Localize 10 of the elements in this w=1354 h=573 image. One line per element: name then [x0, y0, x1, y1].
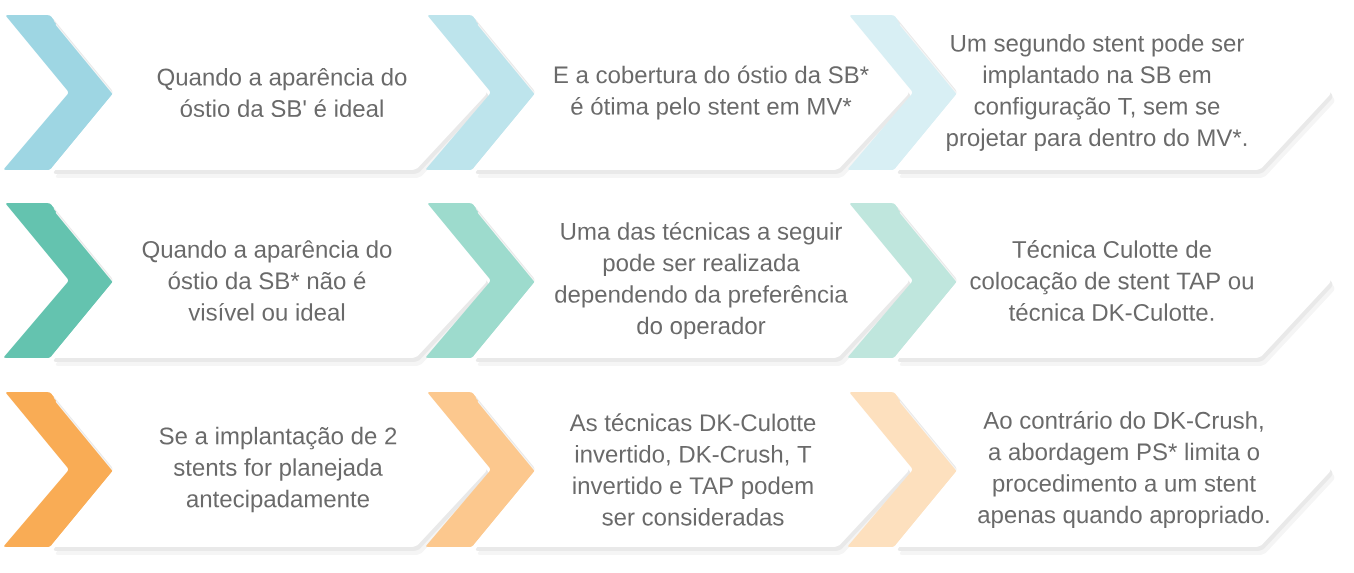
chevron-box: Quando a aparência do óstio da SB' é ideal [4, 15, 491, 178]
chevron-box: Ao contrário do DK-Crush, a abordagem PS* limita o procedimento a um stent apenas quando apropriado. [848, 392, 1335, 555]
chevron-box: Quando a aparência do óstio da SB* não é visível ou ideal [4, 203, 491, 366]
chevron-box: Técnica Culotte de colocação de stent TAP ou técnica DK-Culotte. [848, 203, 1335, 366]
chevron-box: E a cobertura do óstio da SB* é ótima pelo stent em MV* [426, 15, 913, 178]
chevron-box: As técnicas DK-Culotte invertido, DK-Crush, T invertido e TAP podem ser consideradas [426, 392, 913, 555]
chevron-box: Se a implantação de 2 stents for planejada antecipadamente [4, 392, 491, 555]
node-label: Quando a aparência do óstio da SB* não é visível ou ideal [142, 240, 392, 321]
node-label: Se a implantação de 2 stents for planejada antecipadamente [159, 426, 397, 513]
chevron-box: Uma das técnicas a seguir pode ser realizada dependendo da preferência do operador [426, 203, 913, 366]
